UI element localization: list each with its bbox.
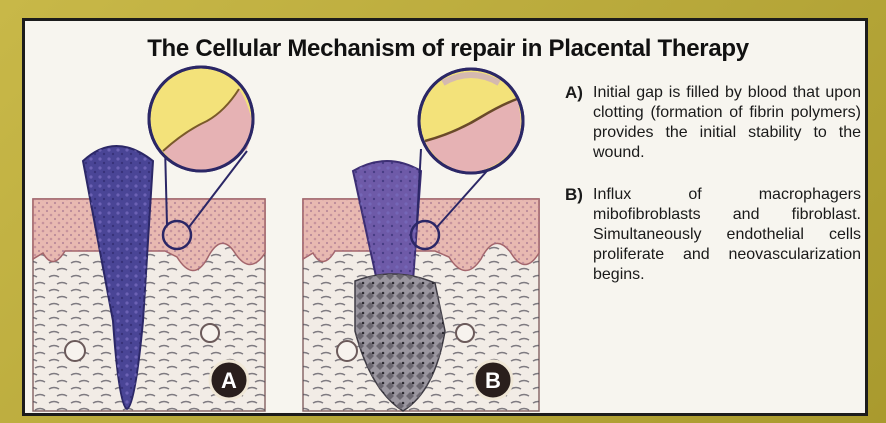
panel-a-cell (65, 341, 85, 361)
note-b-letter: B) (565, 185, 593, 285)
diagram-panel: The Cellular Mechanism of repair in Plac… (22, 18, 868, 416)
note-a: A) Initial gap is filled by blood that u… (565, 83, 861, 163)
panel-b-badge-label: B (485, 368, 501, 393)
panel-a-badge-label: A (221, 368, 237, 393)
explanation-notes: A) Initial gap is filled by blood that u… (565, 83, 861, 285)
panel-b-cell (337, 341, 357, 361)
note-b-text: Influx of macrophagers mibofibroblasts a… (593, 185, 861, 285)
panel-b-illustration: B (303, 69, 539, 411)
note-a-text: Initial gap is filled by blood that upon… (593, 83, 861, 163)
panel-b-cell (456, 324, 474, 342)
note-a-letter: A) (565, 83, 593, 163)
panel-a-illustration: A (33, 67, 265, 411)
note-b: B) Influx of macrophagers mibofibroblast… (565, 185, 861, 285)
panel-a-cell (201, 324, 219, 342)
